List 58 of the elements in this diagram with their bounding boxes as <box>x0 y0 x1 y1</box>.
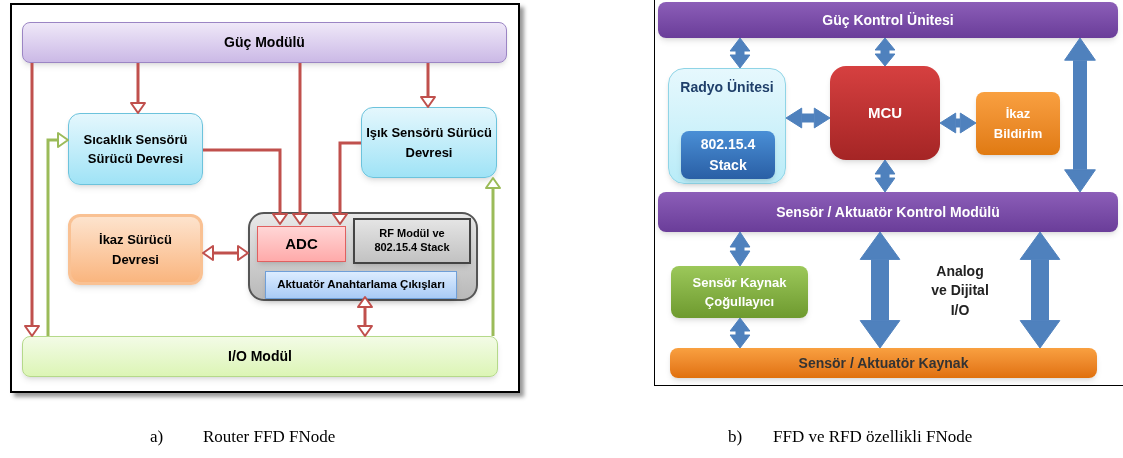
module-box <box>353 218 471 264</box>
arrow <box>24 63 40 337</box>
box-label: 802.15.4 Stack <box>699 135 757 175</box>
double-arrow <box>1019 231 1061 349</box>
module-box <box>265 271 457 299</box>
module-box <box>681 131 775 179</box>
bus-label: Analog ve Dijital I/O <box>930 262 990 320</box>
arrow <box>130 63 146 114</box>
double-arrow <box>874 159 896 193</box>
arrow <box>485 177 501 336</box>
arrow <box>292 63 308 225</box>
double-arrow <box>939 112 977 134</box>
arrow <box>332 141 361 225</box>
module-box <box>668 68 786 184</box>
arrow <box>420 63 436 108</box>
double-arrow <box>859 231 901 349</box>
module-box <box>22 336 498 377</box>
box-label: İkaz Sürücü Devresi <box>98 231 173 269</box>
box-label: İkaz Bildirim <box>992 105 1044 143</box>
module-box <box>830 66 940 160</box>
double-arrow <box>729 231 751 267</box>
module-box <box>68 113 203 185</box>
box-label: Aktuatör Anahtarlama Çıkışları <box>276 277 446 293</box>
box-label: Güç Modülü <box>223 33 306 52</box>
box-label: ADC <box>284 233 319 254</box>
module-box <box>361 107 497 178</box>
caption: a) <box>150 426 165 448</box>
module-box <box>976 92 1060 155</box>
double-arrow <box>874 37 896 67</box>
double-arrow <box>785 107 831 129</box>
box-label: Radyo Ünitesi <box>679 78 775 97</box>
box-label: Sıcaklık Sensörü Sürücü Devresi <box>82 130 189 168</box>
box-label: Sensör / Aktuatör Kaynak <box>797 353 970 373</box>
module-box <box>658 2 1118 38</box>
arrow <box>203 148 288 225</box>
box-label: I/O Modül <box>227 347 293 366</box>
box-label: Işık Sensörü Sürücü Devresi <box>365 124 493 162</box>
caption: Router FFD FNode <box>203 426 337 448</box>
module-box <box>22 22 507 63</box>
module-box <box>257 226 346 262</box>
double-arrow <box>202 245 249 261</box>
box-label: RF Modül ve 802.15.4 Stack <box>373 227 451 255</box>
box-label: Sensör Kaynak Çoğullayıcı <box>691 273 788 311</box>
box-label: MCU <box>866 102 904 123</box>
double-arrow <box>1064 37 1096 193</box>
box-label: Sensör / Aktuatör Kontrol Modülü <box>775 202 1001 222</box>
double-arrow <box>729 37 751 69</box>
double-arrow <box>357 296 373 337</box>
module-box <box>658 192 1118 232</box>
caption: b) <box>728 426 744 448</box>
module-box <box>68 214 203 285</box>
module-group-box <box>248 212 478 301</box>
double-arrow <box>729 317 751 349</box>
module-box <box>671 266 808 318</box>
module-box <box>670 348 1097 378</box>
box-label: Güç Kontrol Ünitesi <box>821 10 955 30</box>
caption: FFD ve RFD özellikli FNode <box>773 426 974 448</box>
arrow <box>46 132 69 336</box>
